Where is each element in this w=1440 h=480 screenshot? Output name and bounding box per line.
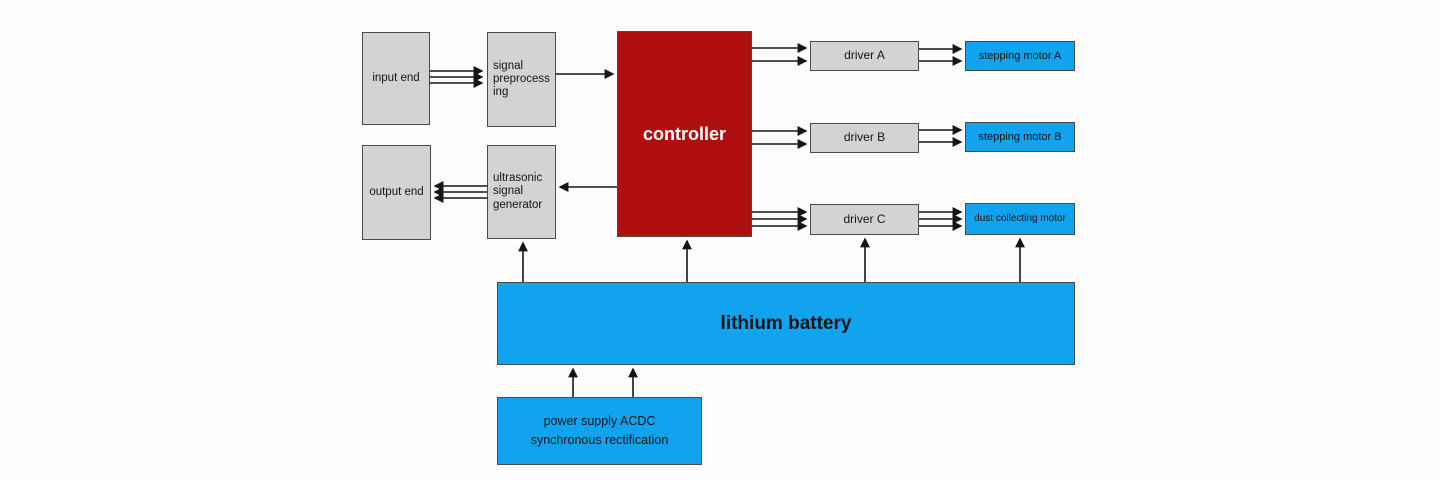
node-stepping-motor-b: stepping motor B — [965, 122, 1075, 152]
node-lithium-battery: lithium battery — [497, 282, 1075, 365]
driver-c-label: driver C — [843, 211, 886, 226]
stepping-motor-b-label: stepping motor B — [978, 130, 1062, 143]
node-driver-a: driver A — [810, 41, 919, 71]
signal-preprocessing-label: signal preprocessing — [493, 59, 550, 99]
node-driver-c: driver C — [810, 204, 919, 235]
lithium-battery-label: lithium battery — [720, 312, 852, 334]
stepping-motor-a-label: stepping motor A — [978, 49, 1062, 62]
node-input-end: input end — [362, 32, 430, 125]
dust-collecting-motor-label: dust collecting motor — [974, 213, 1066, 225]
ultrasonic-signal-generator-label: ultrasonic signal generator — [493, 172, 543, 211]
node-driver-b: driver B — [810, 123, 919, 153]
driver-a-label: driver A — [844, 48, 885, 63]
node-output-end: output end — [362, 145, 431, 240]
input-end-label: input end — [372, 71, 420, 84]
node-controller: controller — [617, 31, 752, 237]
output-end-label: output end — [369, 185, 424, 198]
power-supply-label: power supply ACDC synchronous rectificat… — [530, 413, 669, 447]
controller-label: controller — [642, 123, 726, 144]
node-ultrasonic-signal-generator: ultrasonic signal generator — [487, 145, 556, 239]
node-dust-collecting-motor: dust collecting motor — [965, 203, 1075, 235]
node-stepping-motor-a: stepping motor A — [965, 41, 1075, 71]
node-power-supply: power supply ACDC synchronous rectificat… — [497, 397, 702, 465]
node-signal-preprocessing: signal preprocessing — [487, 32, 556, 127]
driver-b-label: driver B — [843, 130, 886, 145]
